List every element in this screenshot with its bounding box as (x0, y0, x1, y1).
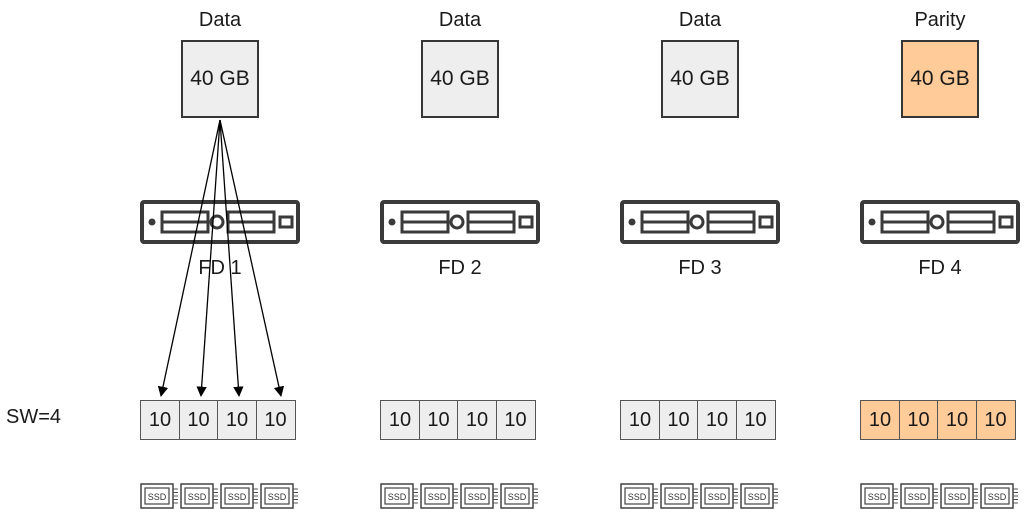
fault-domain-label: FD 1 (198, 257, 242, 279)
stripe-cell: 10 (860, 400, 900, 440)
ssd-drive-icon: SSD (700, 483, 738, 509)
stripe-cell: 10 (697, 400, 737, 440)
ssd-label: SSD (148, 492, 167, 502)
server-rack-icon (380, 200, 540, 244)
ssd-label: SSD (908, 492, 927, 502)
fault-domain-column-1: Data 40 GB FD 1 10 10 10 10 SSD SSD SSD SSD (140, 0, 300, 514)
ssd-label: SSD (268, 492, 287, 502)
ssd-label: SSD (508, 492, 527, 502)
stripe-cell: 10 (975, 400, 1016, 440)
ssd-drive-icon: SSD (660, 483, 698, 509)
stripe-cells: 10 10 10 10 (620, 400, 780, 440)
stripe-cell: 10 (620, 400, 660, 440)
data-block: 40 GB (421, 40, 499, 118)
ssd-row: SSD SSD SSD SSD (140, 483, 304, 509)
ssd-label: SSD (948, 492, 967, 502)
stripe-cell: 10 (380, 400, 420, 440)
column-title: Data (438, 9, 482, 31)
ssd-row: SSD SSD SSD SSD (860, 483, 1024, 509)
stripe-cell: 10 (495, 400, 536, 440)
fault-domain-column-3: Data 40 GB FD 3 10 10 10 10 SSD SSD SSD SSD (620, 0, 780, 514)
stripe-cells: 10 10 10 10 (380, 400, 540, 440)
fault-domain-column-4: Parity 40 GB FD 4 10 10 10 10 SSD SSD SSD S… (860, 0, 1020, 514)
ssd-drive-icon: SSD (220, 483, 258, 509)
stripe-cells: 10 10 10 10 (140, 400, 300, 440)
stripe-cell: 10 (418, 400, 459, 440)
ssd-drive-icon: SSD (140, 483, 178, 509)
ssd-label: SSD (468, 492, 487, 502)
stripe-cell: 10 (735, 400, 776, 440)
ssd-label: SSD (668, 492, 687, 502)
stripe-cell: 10 (178, 400, 219, 440)
data-block: 40 GB (181, 40, 259, 118)
parity-block: 40 GB (901, 40, 979, 118)
ssd-drive-icon: SSD (620, 483, 658, 509)
ssd-drive-icon: SSD (180, 483, 218, 509)
ssd-label: SSD (388, 492, 407, 502)
ssd-row: SSD SSD SSD SSD (620, 483, 784, 509)
fault-domain-column-2: Data 40 GB FD 2 10 10 10 10 SSD SSD SSD SSD (380, 0, 540, 514)
parity-stripe-cells: 10 10 10 10 (860, 400, 1020, 440)
column-title: Data (198, 9, 242, 31)
server-rack-icon (620, 200, 780, 244)
stripe-cell: 10 (898, 400, 939, 440)
stripe-cell: 10 (255, 400, 296, 440)
column-title: Parity (914, 9, 966, 31)
ssd-drive-icon: SSD (740, 483, 778, 509)
data-block: 40 GB (661, 40, 739, 118)
ssd-drive-icon: SSD (860, 483, 898, 509)
server-rack-icon (140, 200, 300, 244)
ssd-label: SSD (188, 492, 207, 502)
stripe-cell: 10 (658, 400, 699, 440)
ssd-label: SSD (868, 492, 887, 502)
stripe-width-label: SW=4 (6, 406, 62, 428)
column-title: Data (678, 9, 722, 31)
ssd-label: SSD (228, 492, 247, 502)
stripe-cell: 10 (457, 400, 497, 440)
fault-domain-label: FD 3 (678, 257, 722, 279)
fault-domain-label: FD 2 (438, 257, 482, 279)
stripe-cell: 10 (140, 400, 180, 440)
ssd-drive-icon: SSD (980, 483, 1018, 509)
ssd-drive-icon: SSD (420, 483, 458, 509)
stripe-cell: 10 (217, 400, 257, 440)
stripe-cell: 10 (937, 400, 977, 440)
ssd-drive-icon: SSD (260, 483, 298, 509)
server-rack-icon (860, 200, 1020, 244)
ssd-label: SSD (628, 492, 647, 502)
ssd-drive-icon: SSD (500, 483, 538, 509)
ssd-label: SSD (988, 492, 1007, 502)
ssd-drive-icon: SSD (940, 483, 978, 509)
ssd-drive-icon: SSD (900, 483, 938, 509)
ssd-row: SSD SSD SSD SSD (380, 483, 544, 509)
ssd-label: SSD (428, 492, 447, 502)
ssd-drive-icon: SSD (460, 483, 498, 509)
ssd-drive-icon: SSD (380, 483, 418, 509)
ssd-label: SSD (708, 492, 727, 502)
fault-domain-label: FD 4 (918, 257, 962, 279)
ssd-label: SSD (748, 492, 767, 502)
